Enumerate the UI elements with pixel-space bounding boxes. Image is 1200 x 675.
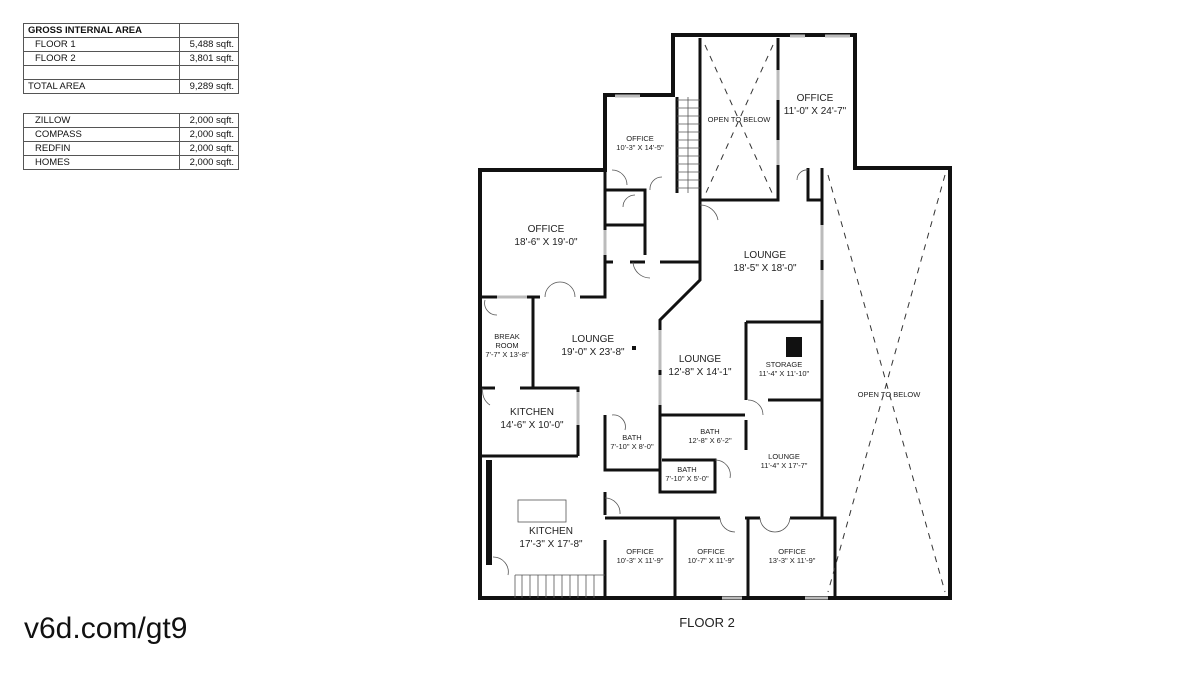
svg-text:BATH: BATH xyxy=(677,465,696,474)
room-label-office-b1: OFFICE 10'-3" X 11'-9" xyxy=(617,547,664,565)
svg-text:LOUNGE: LOUNGE xyxy=(679,354,722,365)
svg-text:LOUNGE: LOUNGE xyxy=(768,452,800,461)
svg-text:10'-3" X 11'-9": 10'-3" X 11'-9" xyxy=(617,556,664,565)
svg-text:10'-7" X 11'-9": 10'-7" X 11'-9" xyxy=(688,556,735,565)
kitchen-counter-wall xyxy=(486,460,492,565)
kitchen-island xyxy=(517,499,567,523)
svg-text:BATH: BATH xyxy=(622,433,641,442)
room-label-lounge-upper: LOUNGE 18'-5" X 18'-0" xyxy=(733,250,797,274)
row-value: 2,000 sqft. xyxy=(179,155,239,170)
room-label-open-top: OPEN TO BELOW xyxy=(708,115,772,124)
svg-text:14'-6" X 10'-0": 14'-6" X 10'-0" xyxy=(500,420,564,431)
svg-text:BATH: BATH xyxy=(700,427,719,436)
svg-text:11'-4" X 17'-7": 11'-4" X 17'-7" xyxy=(761,461,808,470)
svg-text:7'-10" X 8'-0": 7'-10" X 8'-0" xyxy=(610,442,654,451)
room-label-office-top-small: OFFICE 10'-3" X 14'-5" xyxy=(616,134,664,152)
room-label-lounge-mid: LOUNGE 12'-8" X 14'-1" xyxy=(668,354,732,378)
tour-url[interactable]: v6d.com/gt9 xyxy=(24,612,188,645)
room-label-office-top-right: OFFICE 11'-0" X 24'-7" xyxy=(784,93,847,117)
svg-text:OFFICE: OFFICE xyxy=(528,224,565,235)
room-label-kitchen-large: KITCHEN 17'-3" X 17'-8" xyxy=(519,526,583,550)
svg-text:18'-5" X 18'-0": 18'-5" X 18'-0" xyxy=(733,263,797,274)
windows xyxy=(497,34,850,600)
svg-text:12'-8" X 14'-1": 12'-8" X 14'-1" xyxy=(668,367,732,378)
room-label-office-left: OFFICE 18'-6" X 19'-0" xyxy=(514,224,578,248)
table-row xyxy=(23,65,239,80)
svg-text:OFFICE: OFFICE xyxy=(626,134,654,143)
svg-text:LOUNGE: LOUNGE xyxy=(572,334,615,345)
svg-text:13'-3" X 11'-9": 13'-3" X 11'-9" xyxy=(769,556,816,565)
open-to-below-markers xyxy=(704,44,946,593)
storage-block xyxy=(786,337,802,357)
svg-text:11'-0" X 24'-7": 11'-0" X 24'-7" xyxy=(784,106,847,117)
svg-text:OFFICE: OFFICE xyxy=(697,547,725,556)
svg-text:12'-8" X 6'-2": 12'-8" X 6'-2" xyxy=(688,436,732,445)
room-label-open-right: OPEN TO BELOW xyxy=(858,390,922,399)
room-label-office-b2: OFFICE 10'-7" X 11'-9" xyxy=(688,547,735,565)
stairs xyxy=(514,97,700,598)
room-label-bath-1: BATH 7'-10" X 8'-0" xyxy=(610,433,654,451)
svg-text:7'-7" X 13'-8": 7'-7" X 13'-8" xyxy=(485,350,529,359)
svg-text:STORAGE: STORAGE xyxy=(766,360,803,369)
exterior-walls xyxy=(478,33,952,600)
room-label-break-room: BREAK ROOM 7'-7" X 13'-8" xyxy=(485,332,529,359)
svg-text:OFFICE: OFFICE xyxy=(778,547,806,556)
door-swings xyxy=(482,169,809,576)
room-label-bath-3: BATH 7'-10" X 5'-0" xyxy=(665,465,709,483)
svg-text:18'-6" X 19'-0": 18'-6" X 19'-0" xyxy=(514,237,578,248)
svg-text:BREAK: BREAK xyxy=(494,332,519,341)
svg-text:OFFICE: OFFICE xyxy=(797,93,834,104)
room-label-bath-2: BATH 12'-8" X 6'-2" xyxy=(688,427,732,445)
svg-text:10'-3" X 14'-5": 10'-3" X 14'-5" xyxy=(616,143,664,152)
svg-text:17'-3" X 17'-8": 17'-3" X 17'-8" xyxy=(519,539,583,550)
lounge-marker xyxy=(632,346,636,350)
svg-text:7'-10" X 5'-0": 7'-10" X 5'-0" xyxy=(665,474,709,483)
svg-text:OFFICE: OFFICE xyxy=(626,547,654,556)
room-label-kitchen-small: KITCHEN 14'-6" X 10'-0" xyxy=(500,407,564,431)
row-value: 9,289 sqft. xyxy=(179,79,239,94)
svg-text:LOUNGE: LOUNGE xyxy=(744,250,787,261)
interior-walls xyxy=(480,38,837,598)
svg-text:ROOM: ROOM xyxy=(495,341,518,350)
row-label: HOMES xyxy=(23,155,180,170)
room-label-storage: STORAGE 11'-4" X 11'-10" xyxy=(759,360,810,378)
room-label-lounge-main: LOUNGE 19'-0" X 23'-8" xyxy=(561,334,625,358)
floor-label: FLOOR 2 xyxy=(679,615,735,630)
svg-text:KITCHEN: KITCHEN xyxy=(529,526,573,537)
svg-text:19'-0" X 23'-8": 19'-0" X 23'-8" xyxy=(561,347,625,358)
room-label-office-b3: OFFICE 13'-3" X 11'-9" xyxy=(769,547,816,565)
svg-text:11'-4" X 11'-10": 11'-4" X 11'-10" xyxy=(759,369,810,378)
room-label-lounge-right: LOUNGE 11'-4" X 17'-7" xyxy=(761,452,808,470)
svg-text:KITCHEN: KITCHEN xyxy=(510,407,554,418)
